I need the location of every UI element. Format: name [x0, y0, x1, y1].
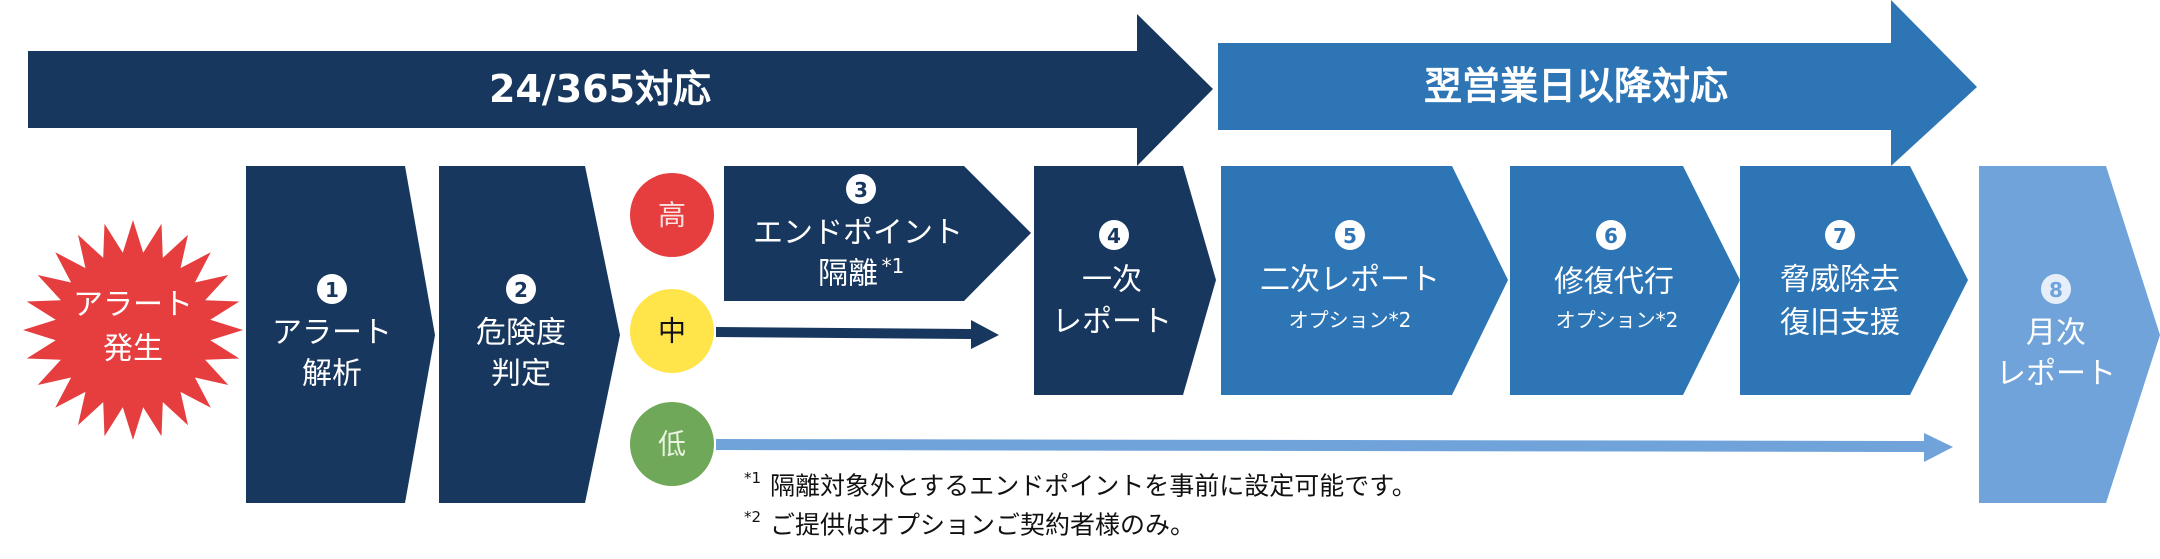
step-8-number: 8 — [2049, 278, 2063, 302]
step-2-number: 2 — [514, 278, 528, 302]
step-6-option-note: オプション*2 — [1556, 308, 1679, 332]
step-8-label-line2: レポート — [1996, 357, 2116, 392]
step-7-number: 7 — [1833, 224, 1847, 248]
step-4-number-badge — [1099, 220, 1129, 250]
step-7-number-badge — [1825, 220, 1855, 250]
step-2-label-line1: 危険度 — [476, 316, 566, 351]
alert-label-line2: 発生 — [103, 332, 163, 367]
step-5-number-badge — [1335, 220, 1365, 250]
step-3-label-line1: エンドポイント — [753, 216, 963, 251]
step-4-label-line2: レポート — [1052, 305, 1172, 340]
phase-label-next-business-day: 翌営業日以降対応 — [1424, 64, 1728, 108]
step-2-number-badge — [506, 274, 536, 304]
step-3-footnote-mark: *1 — [882, 254, 905, 278]
severity-low-circle — [630, 402, 714, 486]
step-5-box — [1221, 166, 1508, 395]
step-7-label-line2: 復旧支援 — [1780, 306, 1900, 341]
footnote-1-text: 隔離対象外とするエンドポイントを事前に設定可能です。 — [770, 472, 1417, 501]
footnote-1-mark: *1 — [744, 469, 761, 487]
phase-label-24-365: 24/365対応 — [489, 67, 711, 111]
step-5-label: 二次レポート — [1260, 263, 1440, 298]
step-6-number: 6 — [1604, 224, 1618, 248]
step-3-box — [724, 166, 1031, 301]
low-severity-arrow — [716, 433, 1953, 462]
step-4-label-line1: 一次 — [1082, 263, 1142, 298]
severity-mid-label: 中 — [658, 315, 686, 348]
step-8-label-line1: 月次 — [2026, 316, 2086, 351]
phase-arrow-next-business-day — [1218, 0, 1977, 166]
alert-starburst-icon — [23, 220, 243, 440]
step-2-label-line2: 判定 — [491, 357, 551, 392]
alert-label-line1: アラート — [73, 288, 193, 323]
step-6-box — [1510, 166, 1740, 395]
step-3-number: 3 — [854, 178, 868, 202]
severity-high-circle — [630, 173, 714, 257]
phase-arrow-24-365 — [28, 14, 1213, 166]
step-1-box — [246, 166, 435, 503]
step-1-label-line2: 解析 — [302, 357, 362, 392]
severity-low-label: 低 — [658, 428, 686, 461]
step-6-label: 修復代行 — [1554, 265, 1674, 300]
mid-severity-arrow — [716, 320, 999, 349]
footnote-2-mark: *2 — [744, 508, 761, 526]
step-4-box — [1034, 166, 1216, 395]
step-1-number-badge — [317, 274, 347, 304]
step-7-label-line1: 脅威除去 — [1780, 263, 1900, 298]
step-8-box — [1979, 166, 2160, 503]
step-6-number-badge — [1596, 220, 1626, 250]
step-1-number: 1 — [325, 278, 339, 302]
step-2-box — [439, 166, 620, 503]
step-4-number: 4 — [1107, 224, 1121, 248]
step-7-box — [1740, 166, 1968, 395]
step-3-number-badge — [846, 174, 876, 204]
step-5-number: 5 — [1343, 224, 1357, 248]
step-5-option-note: オプション*2 — [1289, 308, 1412, 332]
step-1-label-line1: アラート — [272, 316, 392, 351]
severity-mid-circle — [630, 289, 714, 373]
step-3-label-line2: 隔離 — [818, 257, 878, 292]
step-8-number-badge — [2041, 274, 2071, 304]
footnote-2-text: ご提供はオプションご契約者様のみ。 — [770, 511, 1195, 540]
severity-high-label: 高 — [658, 199, 686, 232]
